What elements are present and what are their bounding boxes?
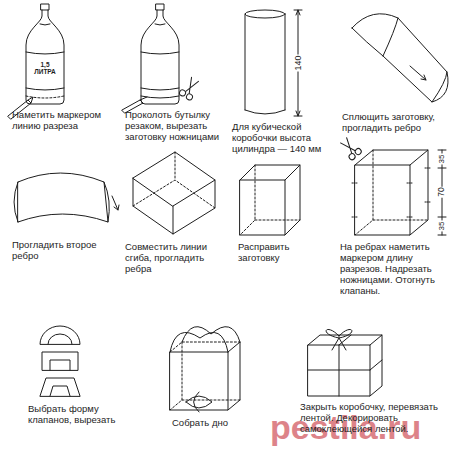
rhombic-prism: [133, 152, 215, 234]
step-caption: Расправить заготовку: [238, 242, 330, 264]
scissors: [338, 136, 362, 161]
step-caption: На ребрах наметить маркером длину разрез…: [340, 242, 453, 297]
flattened-blank: [14, 173, 109, 222]
dimension-label: 70: [437, 186, 447, 197]
step-caption: Прогладить второе ребро: [12, 240, 112, 262]
box-blank: [240, 165, 300, 235]
arrow: [112, 196, 119, 210]
step-caption: Закрыть коробочку, перевязать лентой. Де…: [300, 402, 452, 435]
step-caption: Собрать дно: [172, 418, 272, 429]
step-caption: Сплющить заготовку, прогладить ребро: [342, 112, 452, 134]
box-blank: [352, 150, 431, 235]
scissors: [178, 76, 201, 101]
bottle-label: 1,5 ЛИТРА: [31, 61, 59, 76]
arrow: [410, 66, 426, 80]
box-assembly: [170, 327, 240, 412]
step-caption: Совместить линии сгиба, прогладить ребра: [125, 242, 225, 275]
dimension-line: [438, 150, 446, 235]
step-caption: Наметить маркером линию разреза: [12, 110, 107, 132]
dimension-label: 35: [437, 221, 446, 232]
dimension-label: 140: [293, 54, 303, 71]
step-caption: Проколоть бутылку резаком, вырезать заго…: [125, 110, 227, 143]
cylinder: [245, 10, 285, 114]
bottle: [26, 4, 64, 104]
flattened-blank: [352, 14, 448, 102]
dimension-label: 35: [437, 154, 446, 165]
bottle: [141, 4, 179, 104]
gift-box: [308, 329, 382, 396]
step-caption: Для кубической коробочки высота цилиндра…: [232, 122, 337, 155]
flap-shapes: [40, 326, 80, 396]
step-caption: Выбрать форму клапанов, вырезать: [28, 404, 128, 426]
